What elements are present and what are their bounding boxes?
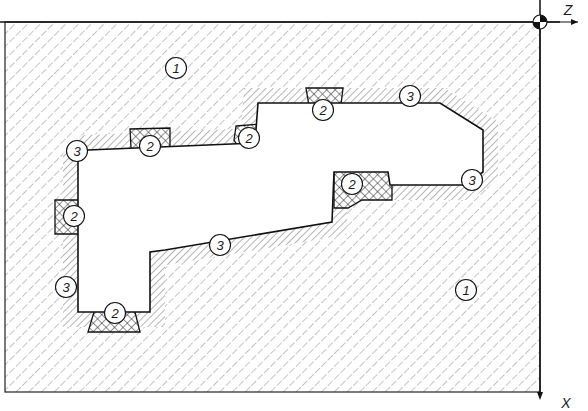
callout-number: 3 bbox=[216, 239, 223, 252]
callout-number: 2 bbox=[111, 307, 118, 320]
callout-ring bbox=[342, 174, 363, 195]
callout-number: 3 bbox=[468, 174, 475, 187]
callout-ring bbox=[239, 128, 260, 149]
callout-number: 1 bbox=[172, 62, 179, 75]
parting-line bbox=[0, 21, 560, 23]
callout-number: 2 bbox=[70, 210, 77, 223]
callout-ring bbox=[166, 58, 187, 79]
callout-ring bbox=[313, 100, 334, 121]
callout-ring bbox=[56, 277, 77, 298]
callout-number: 3 bbox=[406, 90, 413, 103]
callout-ring bbox=[210, 235, 231, 256]
callout-ring bbox=[456, 280, 477, 301]
facing-band bbox=[78, 103, 483, 312]
callout-ring bbox=[400, 86, 421, 107]
callout-ring bbox=[67, 141, 88, 162]
core-insert bbox=[334, 168, 392, 208]
axis-label: X bbox=[561, 396, 570, 410]
callout-ring bbox=[64, 206, 85, 227]
callout-number: 3 bbox=[62, 281, 69, 294]
mold-cavity bbox=[78, 103, 483, 312]
callout-number: 2 bbox=[348, 178, 355, 191]
facing-band-guide bbox=[78, 103, 483, 312]
callout-number: 2 bbox=[319, 104, 326, 117]
axis-label: Z bbox=[564, 3, 573, 17]
axis-origin bbox=[533, 15, 578, 400]
callout-number: 2 bbox=[245, 132, 252, 145]
mold-body bbox=[5, 22, 540, 392]
callout-number: 3 bbox=[73, 145, 80, 158]
callout-ring bbox=[462, 170, 483, 191]
parting-line bbox=[539, 0, 541, 395]
callout-number: 1 bbox=[462, 284, 469, 297]
callout-number: 2 bbox=[146, 140, 153, 153]
callout-ring bbox=[140, 136, 161, 157]
callout-ring bbox=[105, 303, 126, 324]
